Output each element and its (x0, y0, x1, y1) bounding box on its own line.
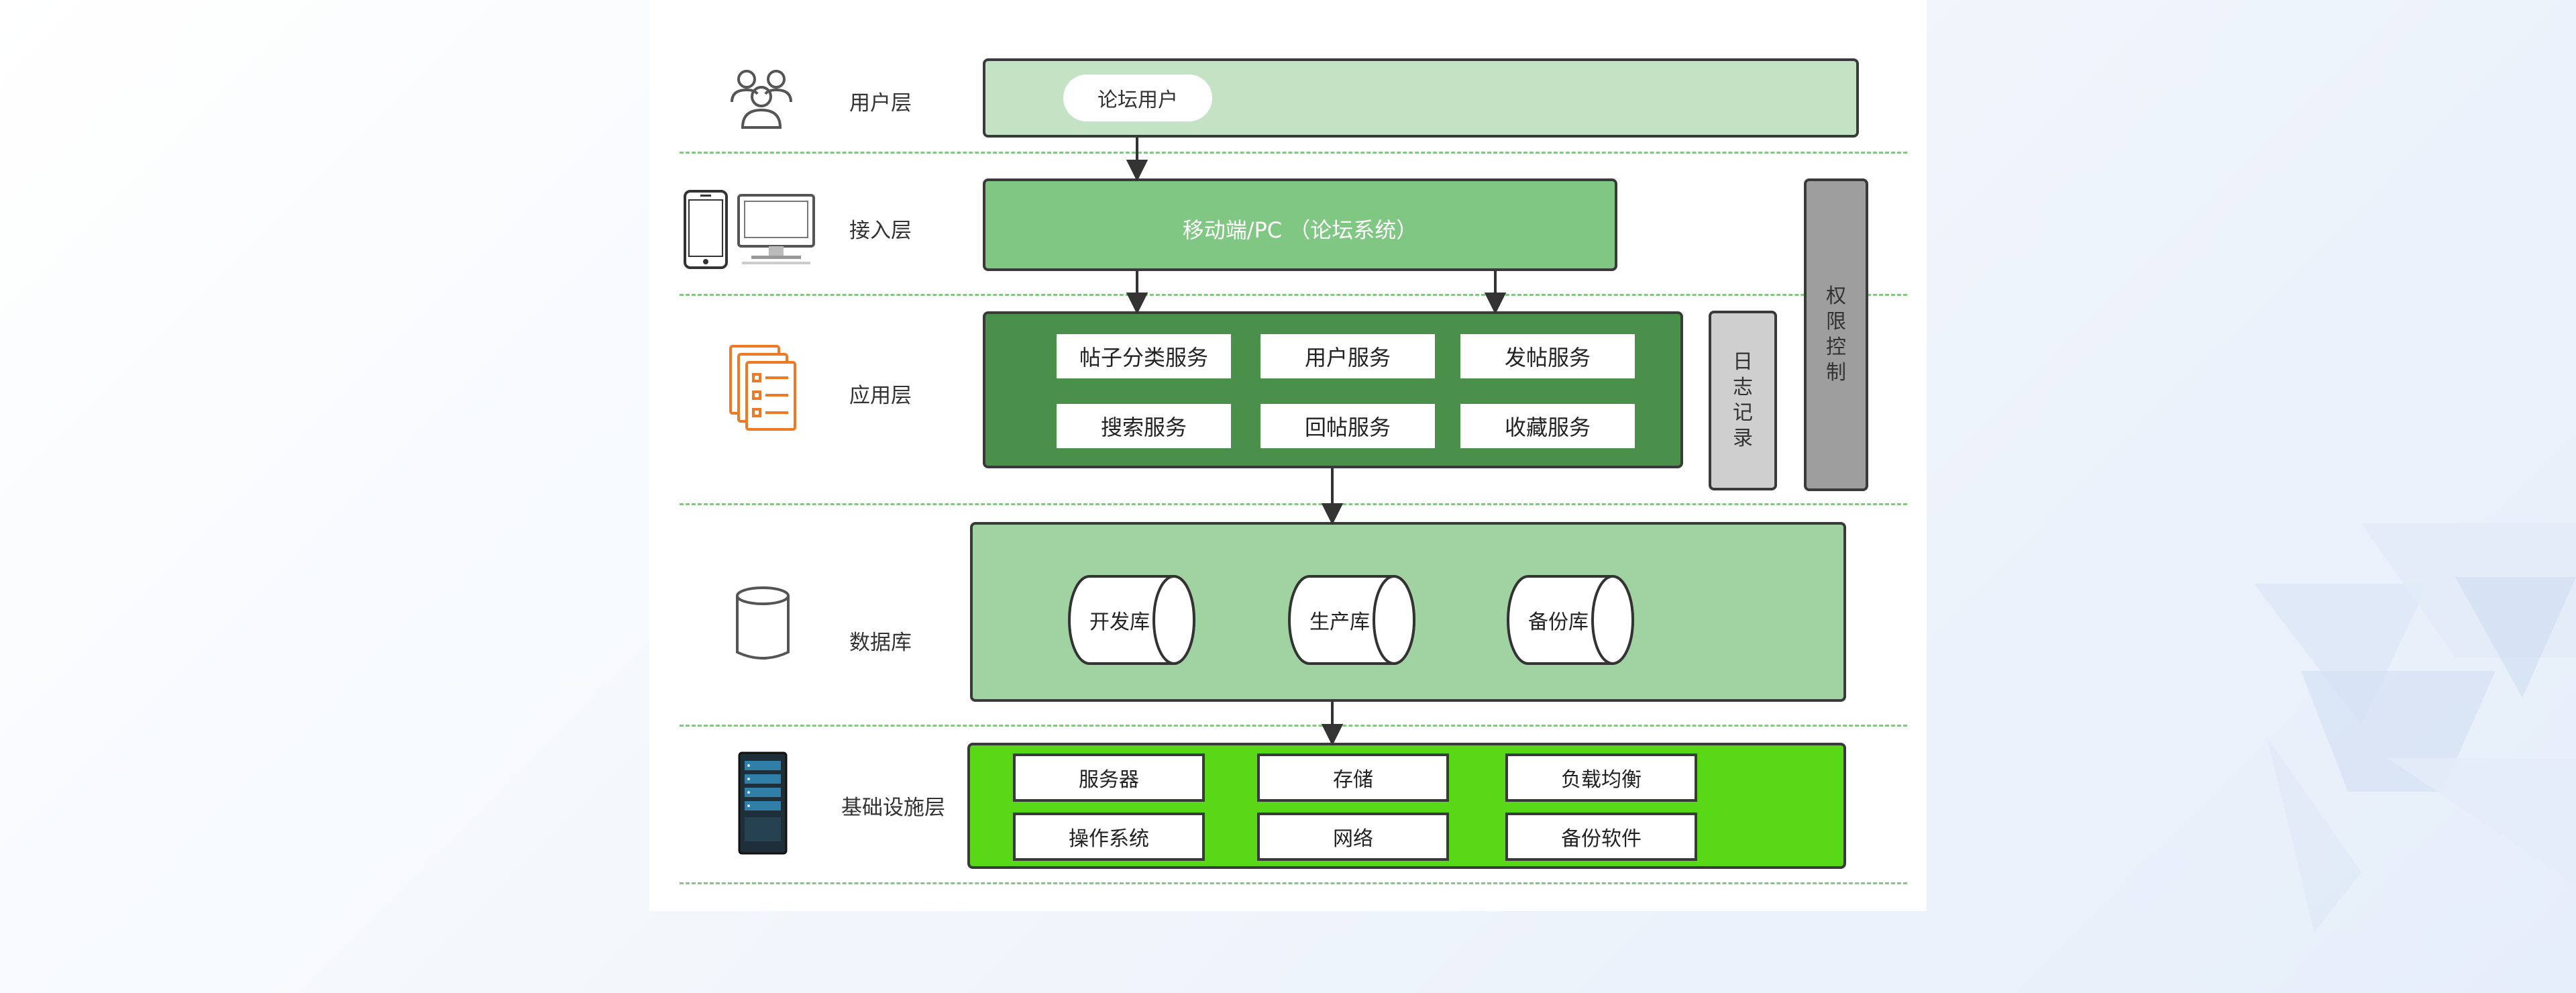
layer-divider (680, 725, 1907, 727)
storage-item: 存储 (1257, 753, 1449, 802)
layer-divider (680, 882, 1907, 884)
arrowhead (1126, 293, 1148, 315)
database-layer-label: 数据库 (849, 631, 912, 655)
backup-database-label: 备份库 (1528, 611, 1589, 634)
mobile-phone-icon (684, 190, 728, 269)
access-layer-title: 移动端/PC （论坛系统） (1182, 217, 1418, 243)
user-layer-panel: 论坛用户 (983, 58, 1859, 138)
user-service: 用户服务 (1260, 334, 1435, 378)
arrowhead (1321, 724, 1344, 746)
application-layer-panel: 帖子分类服务 用户服务 发帖服务 搜索服务 回帖服务 收藏服务 (983, 311, 1683, 468)
permission-control-panel: 权限控制 (1804, 178, 1868, 491)
application-layer-label: 应用层 (849, 384, 912, 408)
database-layer-panel: 开发库 生产库 备份库 (970, 522, 1846, 702)
load-balancer-item: 负载均衡 (1505, 753, 1697, 802)
favorite-service: 收藏服务 (1460, 404, 1635, 448)
server-item: 服务器 (1013, 753, 1205, 802)
permission-control-label: 权限控制 (1826, 284, 1846, 384)
arrowhead (1321, 503, 1344, 525)
layer-divider (680, 152, 1907, 154)
access-layer-panel: 移动端/PC （论坛系统） (983, 178, 1617, 271)
operating-system-item: 操作系统 (1013, 813, 1205, 861)
layer-divider (680, 503, 1907, 505)
post-category-service: 帖子分类服务 (1057, 334, 1231, 378)
log-record-label: 日志记录 (1733, 350, 1753, 450)
desktop-monitor-icon (737, 194, 815, 264)
posting-service: 发帖服务 (1460, 334, 1635, 378)
backup-database: 备份库 (1504, 574, 1635, 666)
reply-service: 回帖服务 (1260, 404, 1435, 448)
infrastructure-layer-label: 基础设施层 (841, 796, 945, 820)
arrowhead (1126, 160, 1148, 182)
dev-database-label: 开发库 (1089, 611, 1150, 634)
database-cylinder-icon (736, 586, 790, 660)
users-icon (731, 70, 792, 129)
backup-software-item: 备份软件 (1505, 813, 1697, 861)
document-list-icon (729, 345, 796, 431)
production-database-label: 生产库 (1309, 611, 1370, 634)
architecture-diagram: 用户层 论坛用户 接入层 移动端/PC （论坛系统） (649, 0, 1927, 911)
network-item: 网络 (1257, 813, 1449, 861)
server-rack-icon (738, 751, 788, 855)
production-database: 生产库 (1285, 574, 1417, 666)
layer-divider (680, 294, 1907, 296)
infrastructure-layer-panel: 服务器 存储 负载均衡 操作系统 网络 备份软件 (967, 743, 1846, 869)
user-layer-label: 用户层 (849, 91, 912, 115)
forum-user-pill: 论坛用户 (1063, 74, 1212, 121)
dev-database: 开发库 (1065, 574, 1197, 666)
search-service: 搜索服务 (1057, 404, 1231, 448)
arrowhead (1484, 293, 1507, 315)
log-record-panel: 日志记录 (1709, 311, 1777, 490)
access-layer-label: 接入层 (849, 219, 912, 243)
